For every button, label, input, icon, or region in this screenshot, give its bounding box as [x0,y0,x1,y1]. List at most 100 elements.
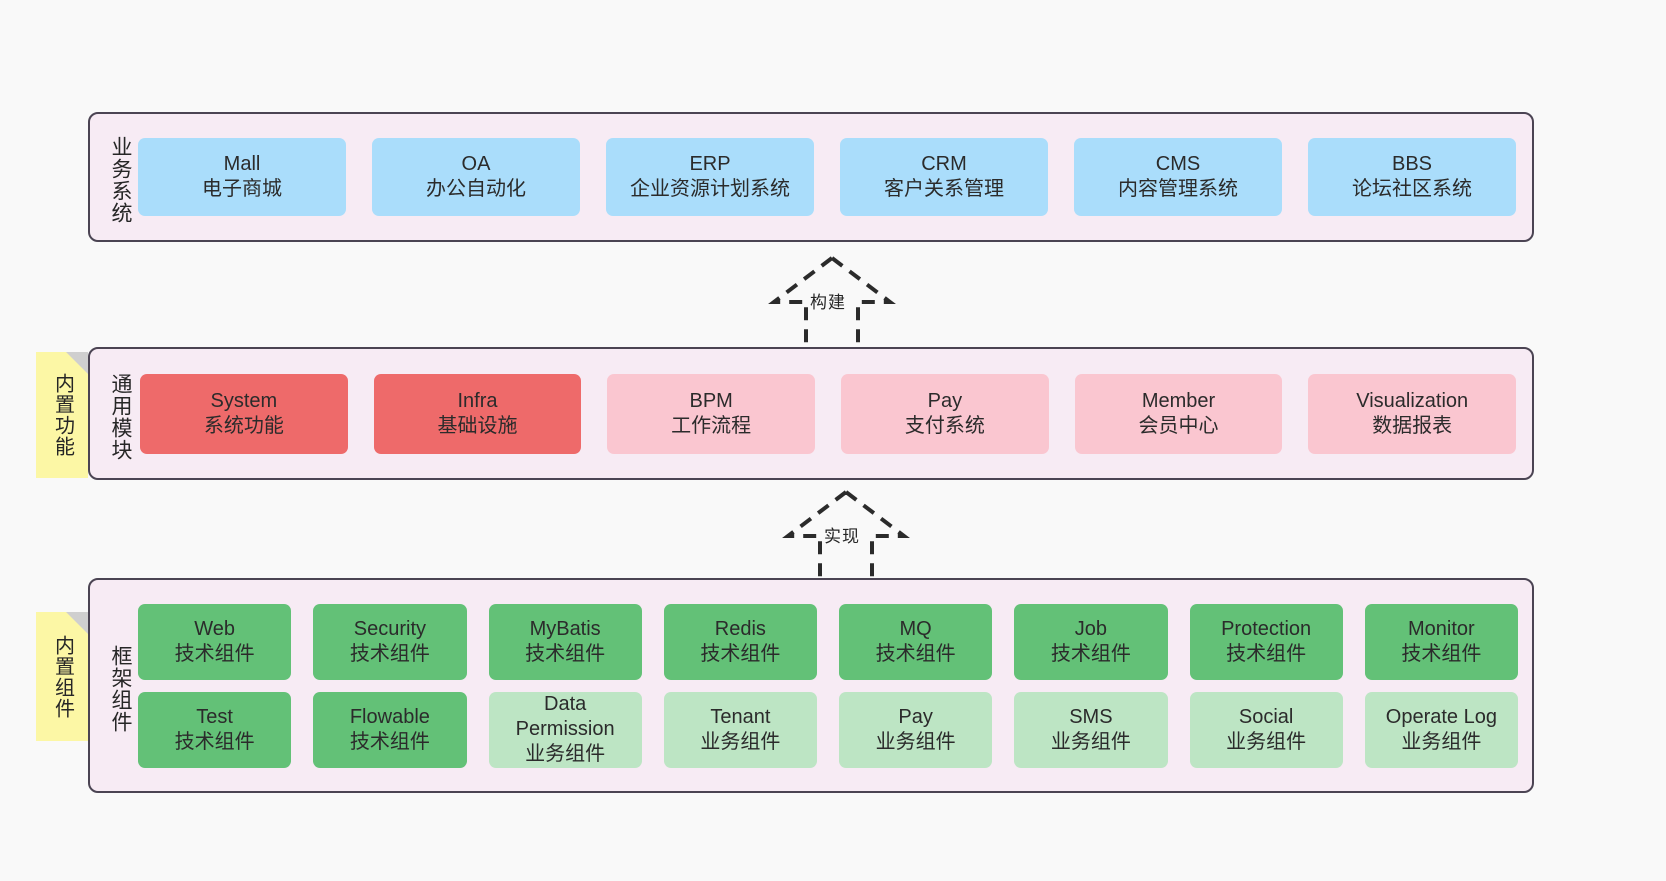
cell-desc: 客户关系管理 [884,178,1004,200]
cell-name: Visualization [1356,389,1469,412]
framework-cell-monitor[interactable]: Monitor 技术组件 [1364,603,1518,680]
business-cell-mall[interactable]: Mall 电子商城 [138,138,346,216]
module-cell-infra[interactable]: Infra 基础设施 [373,373,582,454]
cell-name: Web [194,617,235,640]
cell-desc: 论坛社区系统 [1352,178,1472,200]
framework-cell-tenant[interactable]: Tenant 业务组件 [663,691,817,768]
framework-cell-social[interactable]: Social 业务组件 [1189,691,1343,768]
framework-cell-protection[interactable]: Protection 技术组件 [1189,603,1343,680]
layer-common-module-body: System 系统功能 Infra 基础设施 BPM 工作流程 Pay 支付系统… [132,349,1532,478]
cell-name: Member [1141,389,1216,412]
cell-name: Test [196,705,233,728]
module-cell-pay[interactable]: Pay 支付系统 [841,373,1049,454]
business-cell-oa[interactable]: OA 办公自动化 [372,138,580,216]
module-cell-bpm[interactable]: BPM 工作流程 [607,373,816,454]
note-builtin-component-label: 内置组件 [51,634,74,719]
module-cell-system[interactable]: System 系统功能 [140,373,348,454]
note-builtin-feature: 内置功能 [36,352,88,478]
cell-name: CRM [921,153,967,175]
framework-tech-row: Web 技术组件 Security 技术组件 MyBatis 技术组件 Redi… [138,603,1518,680]
framework-cell-job[interactable]: Job 技术组件 [1014,603,1168,680]
cell-name: Monitor [1408,617,1475,640]
business-cell-crm[interactable]: CRM 客户关系管理 [840,138,1048,216]
connector-implement: 实现 [766,486,926,578]
cell-desc: 业务组件 [1226,730,1307,753]
framework-cell-mybatis[interactable]: MyBatis 技术组件 [488,603,642,680]
module-cell-row: System 系统功能 Infra 基础设施 BPM 工作流程 Pay 支付系统… [140,373,1517,454]
generalization-arrow-icon [768,256,896,344]
cell-desc: 业务组件 [1401,730,1482,753]
layer-framework-component: 框架组件 Web 技术组件 Security 技术组件 MyBatis 技术组件… [88,578,1534,793]
cell-name: ERP [689,153,731,175]
cell-name: SMS [1069,705,1113,728]
cell-desc: 支付系统 [904,414,985,437]
cell-desc: 基础设施 [437,414,518,437]
cell-desc: 技术组件 [349,730,430,753]
cell-name: Protection [1221,617,1312,640]
cell-desc: 企业资源计划系统 [630,178,790,200]
cell-name: Flowable [349,705,430,728]
business-cell-cms[interactable]: CMS 内容管理系统 [1074,138,1282,216]
cell-name: Security [353,617,426,640]
module-cell-member[interactable]: Member 会员中心 [1074,373,1283,454]
framework-cell-security[interactable]: Security 技术组件 [313,603,467,680]
cell-desc: 会员中心 [1138,414,1219,437]
cell-desc: 业务组件 [525,743,606,765]
cell-name: Social [1238,705,1294,728]
connector-build-label: 构建 [810,293,846,312]
cell-desc: 技术组件 [1226,642,1307,665]
cell-name: BPM [689,389,733,412]
layer-business-system-body: Mall 电子商城 OA 办公自动化 ERP 企业资源计划系统 CRM 客户关系… [132,114,1532,240]
framework-cell-mq[interactable]: MQ 技术组件 [839,603,993,680]
connector-build: 构建 [752,252,912,344]
cell-desc: 系统功能 [203,414,284,437]
business-cell-row: Mall 电子商城 OA 办公自动化 ERP 企业资源计划系统 CRM 客户关系… [138,138,1516,216]
framework-cell-flowable[interactable]: Flowable 技术组件 [313,691,467,768]
cell-name: Infra [457,389,498,412]
cell-desc: 技术组件 [700,642,781,665]
cell-desc: 业务组件 [700,730,781,753]
note-builtin-feature-label: 内置功能 [51,373,74,457]
layer-common-module: 通用模块 System 系统功能 Infra 基础设施 BPM 工作流程 Pay… [88,347,1534,480]
framework-cell-test[interactable]: Test 技术组件 [138,691,292,768]
cell-desc: 办公自动化 [426,178,526,200]
framework-cell-redis[interactable]: Redis 技术组件 [663,603,817,680]
cell-desc: 数据报表 [1372,414,1453,437]
cell-name: Pay [898,705,933,728]
module-cell-visualization[interactable]: Visualization 数据报表 [1308,373,1517,454]
cell-desc: 内容管理系统 [1118,178,1238,200]
framework-cell-sms[interactable]: SMS 业务组件 [1014,691,1168,768]
cell-name: Operate Log [1385,705,1497,728]
business-cell-erp[interactable]: ERP 企业资源计划系统 [606,138,814,216]
cell-name: Mall [223,153,261,175]
note-fold-icon [66,352,88,374]
cell-name: Tenant [710,705,771,728]
layer-common-module-title: 通用模块 [109,372,132,461]
cell-desc: 工作流程 [671,414,752,437]
business-cell-bbs[interactable]: BBS 论坛社区系统 [1308,138,1516,216]
framework-cell-pay[interactable]: Pay 业务组件 [839,691,993,768]
note-builtin-component: 内置组件 [36,612,88,741]
cell-name: System [210,389,278,412]
connector-implement-label: 实现 [824,527,860,546]
cell-desc: 业务组件 [875,730,956,753]
note-fold-icon [66,612,88,634]
cell-name: Job [1074,617,1107,640]
cell-name: Pay [927,389,963,412]
cell-name: BBS [1391,153,1433,175]
cell-name: Data Permission [515,693,615,740]
layer-business-system-title: 业务系统 [109,136,132,224]
generalization-arrow-icon [782,490,910,578]
cell-name: CMS [1155,153,1201,175]
cell-name: MQ [899,617,932,640]
framework-cell-web[interactable]: Web 技术组件 [138,603,292,680]
layer-framework-component-title: 框架组件 [109,644,132,733]
layer-framework-component-body: Web 技术组件 Security 技术组件 MyBatis 技术组件 Redi… [132,580,1532,791]
cell-desc: 技术组件 [875,642,956,665]
framework-business-row: Test 技术组件 Flowable 技术组件 Data Permission … [138,691,1518,768]
framework-cell-data-permission[interactable]: Data Permission 业务组件 [488,691,642,768]
cell-desc: 技术组件 [525,642,606,665]
cell-desc: 技术组件 [174,730,255,753]
framework-cell-operate-log[interactable]: Operate Log 业务组件 [1364,691,1518,768]
cell-name: Redis [714,617,766,640]
